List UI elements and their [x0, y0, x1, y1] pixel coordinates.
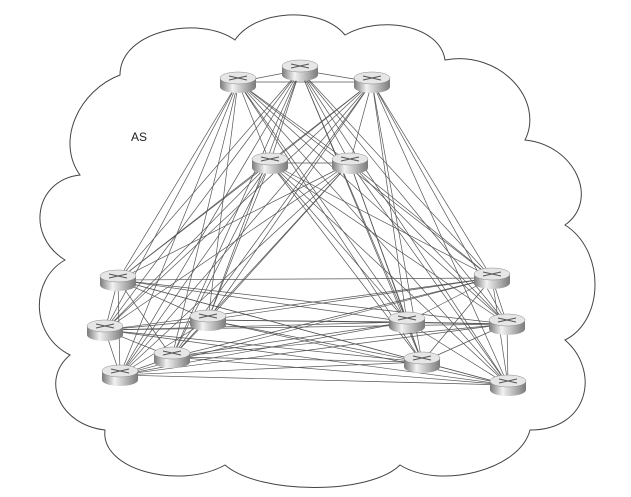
peering-link — [119, 323, 508, 376]
peering-link — [119, 361, 423, 376]
peering-link — [237, 81, 408, 323]
peering-link — [299, 69, 493, 279]
peering-link — [104, 81, 373, 331]
peering-link — [207, 81, 373, 321]
peering-link — [371, 81, 408, 323]
router-icon — [488, 313, 526, 335]
peering-link — [207, 277, 493, 321]
peering-link — [349, 162, 508, 325]
peering-link — [371, 81, 493, 279]
router-icon — [331, 152, 369, 174]
peering-link — [269, 162, 408, 323]
router-icon — [189, 309, 227, 331]
peering-link — [171, 323, 508, 358]
peering-link — [349, 162, 493, 279]
peering-link — [104, 329, 509, 386]
peering-link — [237, 81, 509, 386]
peering-link — [104, 321, 408, 331]
router-icon — [489, 374, 527, 396]
peering-link — [269, 162, 508, 325]
peering-link — [104, 277, 493, 331]
router-icon — [153, 346, 191, 368]
peering-link — [207, 162, 271, 321]
peering-link — [117, 69, 301, 281]
peering-link — [299, 69, 509, 386]
router-icon — [388, 311, 426, 333]
peering-link — [269, 69, 301, 164]
peering-link — [299, 69, 508, 325]
router-icon — [99, 269, 137, 291]
peering-link — [171, 162, 271, 358]
peering-link — [117, 162, 271, 281]
peering-links — [104, 69, 509, 386]
peering-link — [299, 69, 351, 164]
router-icon — [219, 71, 257, 93]
peering-link — [104, 162, 351, 331]
peering-link — [117, 279, 408, 323]
router-icon — [281, 59, 319, 81]
peering-link — [117, 279, 173, 358]
peering-link — [237, 81, 493, 279]
peering-link — [171, 69, 301, 358]
peering-link — [269, 162, 493, 279]
peering-link — [171, 277, 493, 358]
peering-link — [349, 162, 509, 386]
peering-link — [119, 81, 373, 376]
router-icon — [403, 351, 441, 373]
router-icon — [101, 364, 139, 386]
peering-link — [119, 374, 509, 386]
router-icon — [473, 267, 511, 289]
peering-link — [171, 356, 509, 386]
peering-link — [207, 319, 509, 386]
peering-link — [117, 277, 493, 281]
peering-link — [421, 277, 493, 363]
router-icon — [86, 319, 124, 341]
as-label: AS — [131, 130, 148, 144]
peering-link — [371, 81, 509, 386]
peering-link — [104, 69, 301, 331]
routers — [86, 59, 527, 396]
peering-link — [349, 81, 373, 164]
peering-link — [119, 162, 351, 376]
peering-link — [104, 162, 271, 331]
peering-link — [171, 321, 408, 358]
router-icon — [251, 152, 289, 174]
peering-link — [117, 162, 351, 281]
peering-link — [104, 329, 423, 363]
peering-link — [119, 81, 239, 376]
peering-link — [237, 81, 351, 164]
router-icon — [353, 71, 391, 93]
peering-link — [171, 356, 423, 363]
as-cloud-outline — [38, 14, 596, 488]
peering-link — [171, 81, 239, 358]
peering-link — [117, 81, 239, 281]
peering-link — [207, 319, 423, 363]
peering-link — [104, 323, 508, 331]
